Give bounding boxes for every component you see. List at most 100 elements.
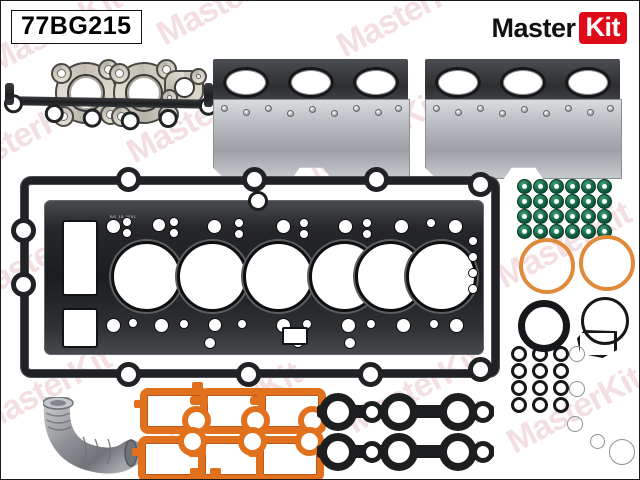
intake-bolt-eye	[178, 427, 207, 456]
coolant-hole	[468, 236, 478, 246]
intake-bolt-eye	[238, 427, 267, 456]
flange-bolt-lug	[51, 63, 72, 84]
coolant-hole	[128, 318, 138, 328]
coolant-hole	[362, 218, 372, 228]
breather-hose	[42, 390, 149, 475]
coolant-hole	[344, 337, 356, 349]
valve-stem-seal	[517, 209, 532, 224]
coolant-hole	[169, 217, 179, 227]
small-o-ring	[532, 397, 548, 413]
rivet	[287, 110, 294, 117]
small-o-ring	[553, 380, 569, 396]
cylinder-bore	[406, 241, 477, 312]
small-o-ring	[511, 363, 527, 379]
small-o-ring	[553, 397, 569, 413]
exhaust-bolt-hole	[472, 441, 494, 463]
head-gasket-slot	[282, 327, 308, 345]
black-o-ring-thick	[518, 300, 570, 352]
manifold-flange-bar	[425, 59, 620, 105]
intake-tab	[132, 448, 141, 456]
intake-gasket-lower	[132, 427, 324, 479]
valve-cover-gasket	[11, 167, 499, 387]
brand-name-master: Master	[491, 12, 576, 43]
manifold-port	[434, 66, 481, 98]
rivet	[499, 110, 506, 117]
bolt-hole	[396, 318, 411, 333]
manifold-port	[222, 66, 269, 98]
rivet	[587, 109, 594, 116]
strip-bolt-eye	[120, 111, 140, 131]
coolant-hole	[299, 218, 309, 228]
bolt-hole	[276, 219, 291, 234]
vc-bolt-eye	[364, 167, 389, 192]
exhaust-manifold-shield-right	[425, 59, 622, 179]
intake-tab	[190, 468, 201, 476]
bolt-hole	[106, 318, 121, 333]
coolant-hole	[237, 319, 247, 329]
manifold-port	[564, 66, 611, 98]
vc-bolt-eye	[116, 167, 141, 192]
manifold-port	[499, 66, 546, 98]
small-o-ring	[553, 346, 569, 362]
small-black-o-rings	[511, 346, 574, 414]
cylinder-head-gasket: BG 15.3501	[44, 191, 484, 355]
timing-cover-strip-leg	[5, 83, 14, 105]
bolt-hole	[208, 318, 222, 332]
rivet	[309, 106, 316, 113]
valve-stem-seal	[517, 194, 532, 209]
valve-stem-seal	[565, 224, 580, 239]
exhaust-bolt-hole	[472, 401, 494, 423]
intake-tab	[210, 468, 221, 476]
valve-stem-seal	[565, 194, 580, 209]
bolt-hole	[106, 219, 121, 234]
bolt-hole	[341, 318, 356, 333]
manifold-rivet-row	[425, 103, 620, 117]
intake-web	[190, 396, 208, 405]
rivet	[243, 109, 250, 116]
exhaust-port	[319, 393, 357, 431]
orange-o-ring	[519, 238, 575, 294]
intake-gasket-upper	[134, 382, 327, 435]
rivet	[543, 110, 550, 117]
coolant-hole	[366, 319, 376, 329]
small-o-ring	[532, 363, 548, 379]
valve-stem-seal	[581, 224, 596, 239]
rivet	[521, 106, 528, 113]
coolant-hole	[426, 218, 436, 228]
coolant-hole	[299, 229, 309, 239]
valve-stem-seal	[597, 209, 612, 224]
strip-bolt-eye	[82, 108, 102, 128]
valve-stem-seal	[533, 224, 548, 239]
valve-stem-seal	[533, 194, 548, 209]
vc-bolt-eye	[11, 218, 36, 243]
intake-tab	[192, 382, 203, 390]
small-gasket-bore	[173, 76, 195, 98]
vc-bolt-eye	[116, 362, 141, 387]
valve-stem-seal	[549, 209, 564, 224]
coolant-hole	[179, 319, 189, 329]
valve-stem-seal	[597, 179, 612, 194]
brand-name-kit: Kit	[578, 12, 627, 45]
manifold-port	[352, 66, 399, 98]
valve-stem-seal	[581, 179, 596, 194]
exhaust-manifold-shield-left	[213, 59, 410, 179]
coolant-hole	[169, 228, 179, 238]
coolant-hole	[234, 218, 244, 228]
bolt-hole	[394, 219, 409, 234]
coolant-hole	[468, 284, 478, 294]
manifold-port	[287, 66, 334, 98]
watermark-text: MasterKit	[150, 1, 298, 54]
part-number-label: 77BG215	[11, 10, 142, 44]
thin-seal-ring	[569, 381, 585, 397]
coolant-hole	[122, 217, 132, 227]
bolt-hole	[154, 318, 169, 333]
exhaust-port-gasket-upper	[317, 393, 494, 431]
timing-cover-strip-leg	[204, 83, 213, 107]
coolant-hole	[362, 229, 372, 239]
valve-stem-seal	[597, 194, 612, 209]
coolant-hole	[429, 319, 439, 329]
valve-stem-seal	[549, 224, 564, 239]
intake-tab	[134, 400, 143, 408]
rivet	[221, 105, 228, 112]
